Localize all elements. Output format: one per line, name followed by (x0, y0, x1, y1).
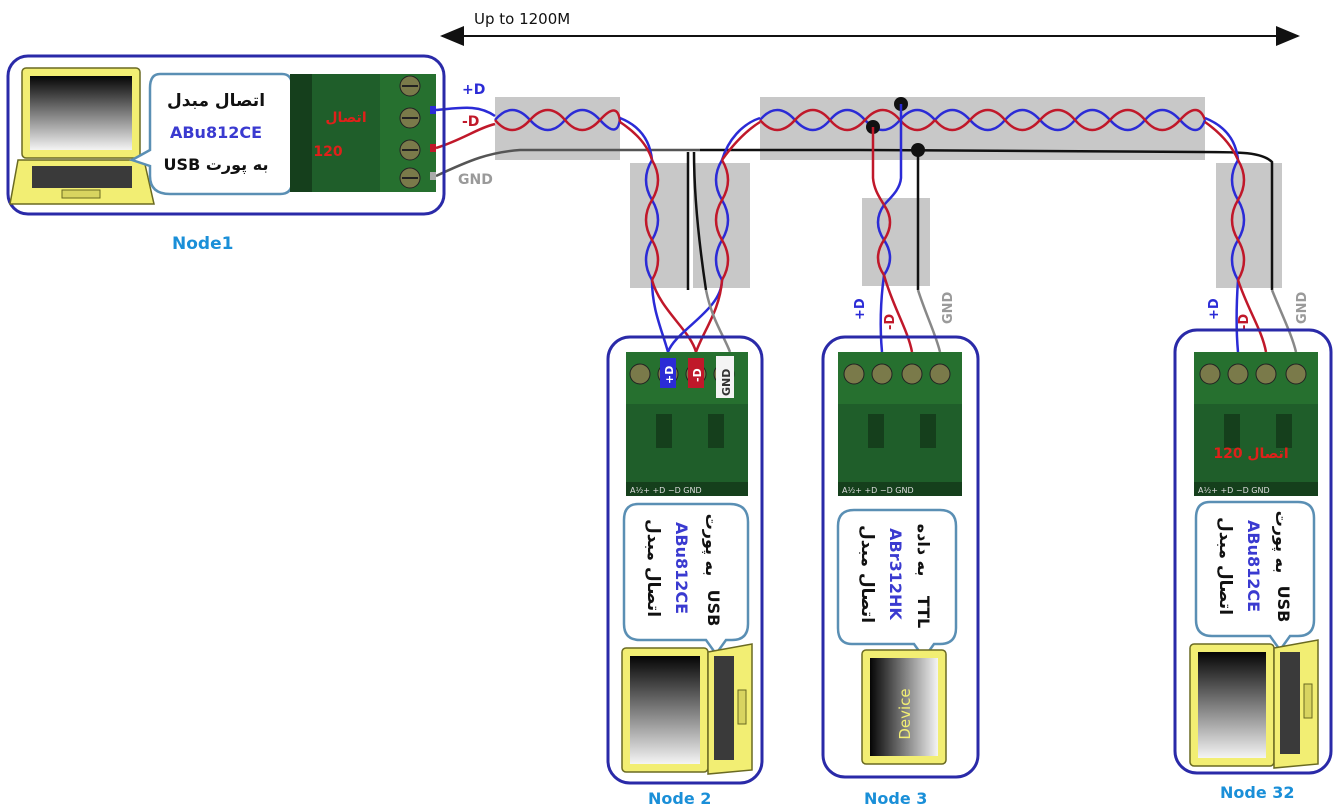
resistor-word: اتصال (325, 110, 366, 126)
svg-text:-D: -D (691, 368, 704, 382)
device-label: Device (896, 688, 914, 739)
wire-label-plus: +D (462, 82, 485, 98)
node-2: +D -D GND A½+ +D −D GND اتصال مبدل ABu81… (606, 335, 764, 808)
node-frame (1173, 328, 1333, 775)
svg-text:اتصال مبدل: اتصال مبدل (857, 525, 877, 623)
cable-sheath (693, 163, 750, 288)
svg-text:A½+ +D −D GND: A½+ +D −D GND (630, 486, 702, 495)
node-label: Node 3 (864, 789, 927, 808)
terminal-block: اتصال 120 A½+ +D −D GND (1194, 352, 1318, 496)
resistor-value: 120 (313, 144, 342, 160)
svg-text:USB: USB (704, 590, 723, 627)
wire-label-minus: -D (462, 114, 479, 130)
svg-text:GND: GND (941, 291, 956, 324)
svg-text:-D: -D (1237, 314, 1252, 330)
node-32: اتصال 120 A½+ +D −D GND اتصال مبدل ABu81… (1173, 328, 1333, 802)
node-label: Node1 (172, 234, 233, 254)
svg-text:+D: +D (663, 366, 676, 384)
terminal-block: A½+ +D −D GND (838, 352, 962, 496)
svg-text:+D: +D (1207, 298, 1222, 320)
svg-text:GND: GND (1295, 291, 1310, 324)
svg-text:GND: GND (720, 369, 733, 396)
laptop-icon (1189, 639, 1319, 769)
terminal-block: +D -D GND A½+ +D −D GND (626, 352, 748, 496)
speech-bubble: اتصال مبدل ABu812CE به پورت USB (622, 502, 750, 657)
speech-bubble: اتصال مبدل ABu812CE به پورت USB (128, 72, 294, 196)
svg-text:اتصال مبدل: اتصال مبدل (643, 519, 663, 617)
terminal-block: اتصال 120 (290, 74, 436, 192)
svg-text:اتصال مبدل: اتصال مبدل (167, 91, 265, 111)
wire-label-gnd: GND (458, 172, 493, 188)
svg-text:USB: USB (1274, 586, 1293, 623)
speech-bubble: اتصال مبدل ABu812CE به پورت USB (1194, 500, 1316, 653)
svg-text:ABu812CE: ABu812CE (170, 123, 262, 142)
svg-text:ABr312HK: ABr312HK (886, 528, 905, 620)
speech-bubble: اتصال مبدل ABr312HK به داده TTL (836, 508, 958, 661)
svg-text:به پورت: به پورت (701, 514, 721, 577)
node-1: اتصال مبدل ABu812CE به پورت USB اتصال 12… (6, 54, 446, 254)
node1-wire-labels: +D -D GND (458, 82, 493, 188)
resistor-word: اتصال (1247, 446, 1288, 462)
svg-text:A½+ +D −D GND: A½+ +D −D GND (842, 486, 914, 495)
node-label: Node 32 (1220, 783, 1295, 802)
svg-text:اتصال مبدل: اتصال مبدل (1215, 517, 1235, 615)
node-frame (821, 335, 980, 779)
node-label: Node 2 (648, 789, 711, 808)
cable-backbone (435, 97, 1298, 353)
node3-wire-labels: +D -D GND (853, 291, 956, 330)
resistor-value: 120 (1213, 446, 1242, 462)
cable-sheath (862, 198, 930, 286)
svg-text:به پورت: به پورت (1271, 511, 1291, 574)
node-frame (6, 54, 446, 216)
node-3: A½+ +D −D GND اتصال مبدل ABr312HK به داد… (821, 335, 980, 808)
laptop-icon (9, 67, 155, 205)
node-frame (606, 335, 764, 785)
device-icon: Device (861, 649, 947, 765)
distance-indicator: Up to 1200M (440, 10, 1300, 46)
distance-label: Up to 1200M (474, 10, 570, 28)
svg-text:A½+ +D −D GND: A½+ +D −D GND (1198, 486, 1270, 495)
svg-text:به داده: به داده (914, 524, 933, 577)
svg-text:-D: -D (883, 314, 898, 330)
svg-text:به پورت USB: به پورت USB (164, 155, 269, 175)
svg-text:ABu812CE: ABu812CE (672, 522, 691, 614)
svg-text:+D: +D (853, 298, 868, 320)
svg-text:TTL: TTL (914, 596, 933, 628)
node32-wire-labels: +D -D GND (1207, 291, 1310, 330)
svg-text:ABu812CE: ABu812CE (1244, 520, 1263, 612)
laptop-icon (621, 643, 753, 775)
